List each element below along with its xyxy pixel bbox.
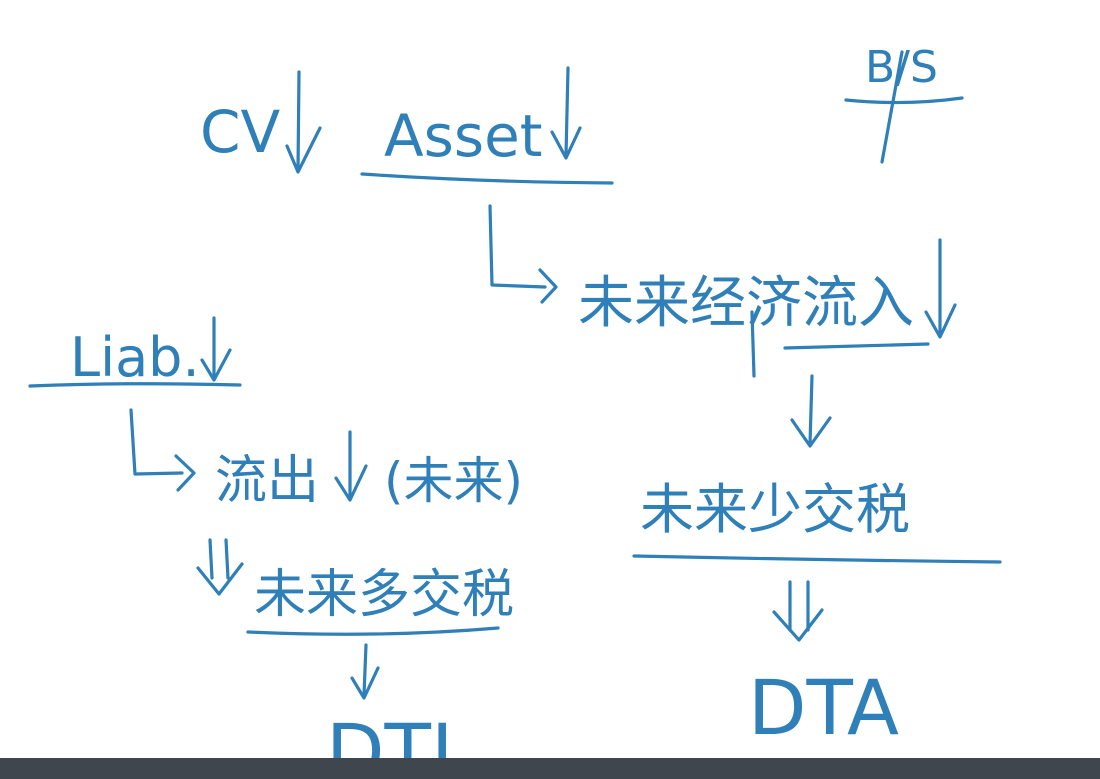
less-tax-underline (632, 554, 1002, 564)
liab-down-arrow-icon (200, 316, 232, 382)
left-double-down-arrow-icon (196, 538, 244, 596)
dta-label: DTA (748, 663, 899, 752)
future-inflow-label: 未来经济流入 (578, 271, 914, 336)
bs-underline (844, 96, 964, 105)
future-more-tax-label: 未来多交税 (254, 565, 514, 625)
inflow-underline (783, 342, 930, 350)
future-paren-label: (未来) (384, 452, 523, 510)
dtl-label: DTL (326, 707, 473, 758)
left-down-arrow-icon (350, 643, 380, 700)
inflow-divider-line (750, 310, 756, 378)
outflow-label: 流出 (215, 451, 319, 511)
liab-branch-arrow-icon (129, 408, 196, 492)
asset-underline (360, 172, 614, 185)
whiteboard-canvas: CV Asset B/S 未来经济流入 Liab. 流出 (未来) (28, 42, 1002, 758)
asset-down-arrow-icon (550, 66, 582, 160)
future-inflow-down-arrow-icon (924, 238, 957, 339)
right-double-down-arrow-icon (772, 580, 824, 642)
right-down-arrow-icon (790, 374, 832, 448)
cv-down-arrow-icon (285, 70, 322, 174)
asset-branch-arrow-icon (488, 204, 558, 304)
future-less-tax-label: 未来少交税 (640, 478, 910, 541)
liab-underline (28, 382, 242, 388)
bs-label: B/S (865, 42, 938, 93)
cv-label: CV (200, 98, 280, 166)
liab-label: Liab. (70, 326, 200, 389)
bottom-toolbar (0, 758, 1100, 779)
bs-slash (880, 50, 904, 164)
more-tax-underline (246, 626, 500, 636)
asset-label: Asset (384, 102, 543, 170)
outflow-down-arrow-icon (334, 430, 368, 502)
